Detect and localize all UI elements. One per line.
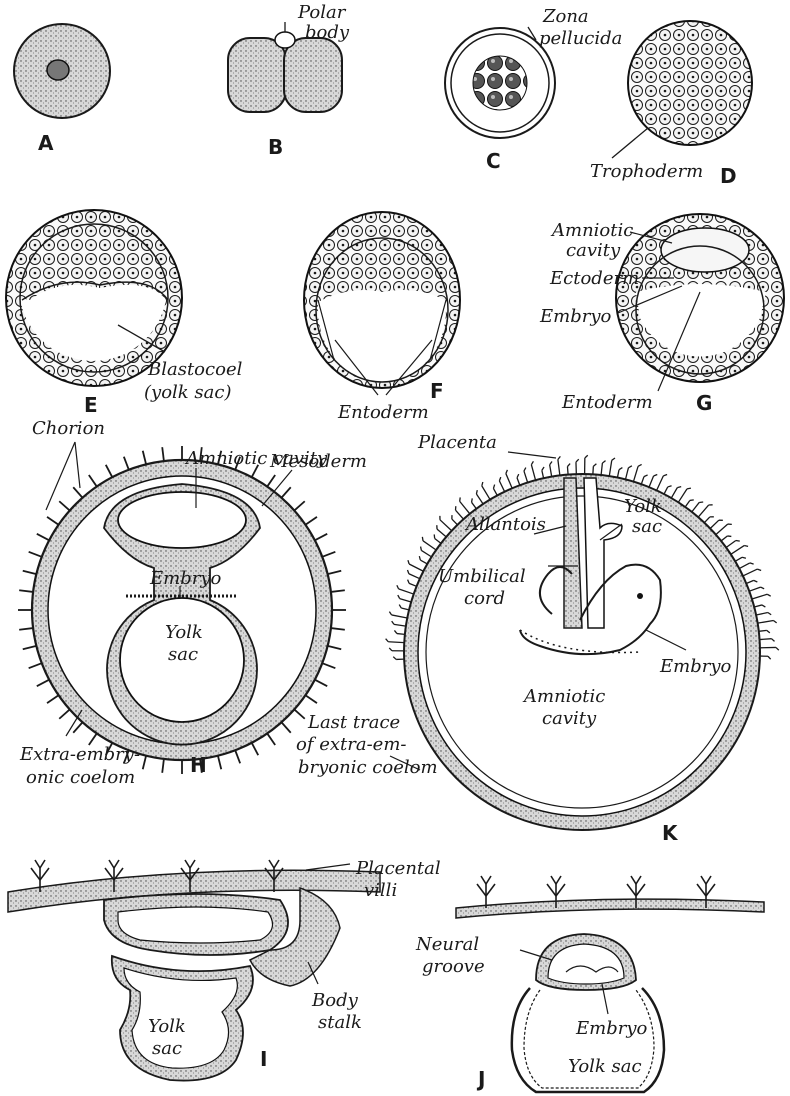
label-of-extra-em: of extra-em- [296, 734, 406, 755]
label-last-trace: Last trace [307, 712, 400, 733]
label-zona: Zona [542, 6, 589, 27]
label-neural: Neural [415, 934, 479, 955]
label-body: body [305, 22, 350, 43]
figure-e: Blastocoel (yolk sac) E [6, 210, 243, 417]
letter-f: F [430, 379, 444, 403]
letter-e: E [84, 393, 98, 417]
label-sac-i: sac [152, 1038, 182, 1059]
letter-b: B [268, 135, 283, 159]
letter-d: D [720, 164, 737, 188]
label-embryo-j: Embryo [575, 1018, 648, 1039]
letter-a: A [38, 131, 54, 155]
label-pellucida: pellucida [539, 28, 622, 49]
label-placental: Placental [355, 858, 441, 879]
morula-shape [473, 56, 527, 110]
label-yolk-sac: (yolk sac) [144, 382, 232, 403]
label-embryo-k: Embryo [659, 656, 732, 677]
label-extra-embryonic-h: Extra-embry- [19, 744, 140, 765]
label-onic-coelom: onic coelom [26, 767, 135, 788]
blastocyst-shape [628, 21, 752, 145]
nucleus-shape [47, 60, 69, 80]
label-mesoderm: Mesoderm [269, 451, 367, 472]
label-stalk: stalk [318, 1012, 362, 1033]
label-sac-h: sac [168, 644, 198, 665]
figure-a: A [14, 24, 110, 155]
label-cavity-k: cavity [542, 708, 597, 729]
label-cord: cord [464, 588, 505, 609]
figure-b: Polar body B [228, 2, 350, 159]
figure-k: Placenta Allantois Yolk sac Umbilical co… [296, 432, 779, 845]
label-amniotic: Amniotic [550, 220, 633, 241]
label-body: Body [311, 990, 359, 1011]
label-polar: Polar [297, 2, 347, 23]
label-blastocoel: Blastocoel [147, 359, 243, 380]
label-villi: villi [364, 880, 397, 901]
figure-g: Amniotic cavity Ectoderm Embryo Entoderm… [539, 214, 784, 415]
label-trophoderm: Trophoderm [590, 161, 703, 182]
letter-c: C [486, 149, 501, 173]
letter-i: I [260, 1047, 267, 1071]
label-entoderm-g: Entoderm [561, 392, 653, 413]
label-allantois: Allantois [464, 514, 546, 535]
label-ectoderm-g: Ectoderm [549, 268, 639, 289]
label-groove: groove [422, 956, 485, 977]
letter-j: J [476, 1067, 485, 1091]
figure-f: Entoderm F [304, 212, 460, 423]
figure-j: Neural groove Embryo Yolk sac J [415, 876, 764, 1092]
figure-i: Placental villi Body stalk Yolk sac I [8, 858, 441, 1081]
label-sac-k: sac [632, 516, 662, 537]
label-embryo-g: Embryo [539, 306, 612, 327]
letter-k: K [662, 821, 679, 845]
letter-g: G [696, 391, 712, 415]
label-cavity: cavity [566, 240, 621, 261]
chorion-strip-j [456, 899, 764, 918]
label-entoderm-f: Entoderm [337, 402, 429, 423]
label-yolk-sac-j: Yolk sac [568, 1056, 642, 1077]
polar-body-shape [275, 32, 295, 48]
label-yolk-k: Yolk [624, 496, 662, 517]
label-placenta: Placenta [417, 432, 497, 453]
label-yolk-i: Yolk [148, 1016, 186, 1037]
label-bryonic-coelom: bryonic coelom [298, 757, 438, 778]
label-yolk-h: Yolk [165, 622, 203, 643]
label-chorion: Chorion [32, 418, 105, 439]
figure-c: Zona pellucida C [445, 6, 622, 173]
letter-h: H [190, 753, 207, 777]
label-umbilical: Umbilical [438, 566, 526, 587]
label-embryo-h: Embryo [149, 568, 222, 589]
label-amniotic-k: Amniotic [522, 686, 605, 707]
